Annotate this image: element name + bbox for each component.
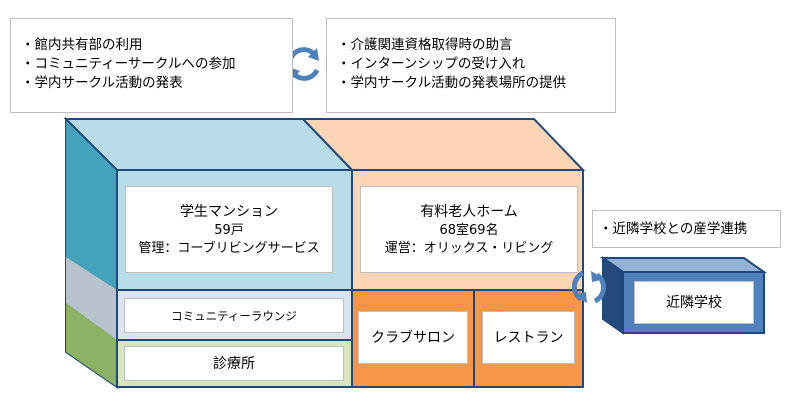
nursing-home-operation: 運営：オリックス・リビング bbox=[384, 240, 554, 256]
shared-use-callout: 館内共有部の利用 コミュニティーサークルへの参加 学内サークル活動の発表 bbox=[10, 18, 293, 113]
callout-item: 学内サークル活動の発表場所の提供 bbox=[337, 74, 615, 93]
side-face-upper bbox=[66, 119, 117, 290]
nursing-home-rooms: 68室69名 bbox=[439, 222, 499, 238]
callout-item: コミュニティーサークルへの参加 bbox=[21, 55, 292, 74]
neighbor-school-label: 近隣学校 bbox=[634, 281, 754, 324]
neighbor-school-text: 近隣学校 bbox=[666, 294, 722, 311]
restaurant-label: レストラン bbox=[482, 311, 575, 364]
callout-item: インターンシップの受け入れ bbox=[337, 55, 615, 74]
nursing-home-title: 有料老人ホーム bbox=[420, 203, 518, 220]
callout-item: 介護関連資格取得時の助言 bbox=[337, 36, 615, 55]
club-salon-text: クラブサロン bbox=[371, 329, 455, 346]
school-partnership-callout: 近隣学校との産学連携 bbox=[592, 210, 781, 248]
support-callout: 介護関連資格取得時の助言 インターンシップの受け入れ 学内サークル活動の発表場所… bbox=[326, 18, 616, 113]
school-side-face bbox=[602, 256, 624, 335]
top-face-home bbox=[300, 118, 586, 171]
callout-item: 館内共有部の利用 bbox=[21, 36, 292, 55]
community-lounge-label: コミュニティーラウンジ bbox=[124, 298, 344, 333]
callout-item: 近隣学校との産学連携 bbox=[599, 220, 780, 239]
student-mansion-label: 学生マンション 59戸 管理：コーブリビングサービス bbox=[125, 186, 333, 273]
community-lounge-text: コミュニティーラウンジ bbox=[171, 308, 297, 323]
callout-item: 学内サークル活動の発表 bbox=[21, 74, 292, 93]
student-mansion-management: 管理：コーブリビングサービス bbox=[138, 240, 320, 256]
cycle-arrows-icon bbox=[571, 270, 607, 304]
school-top-face bbox=[599, 257, 768, 273]
clinic-label: 診療所 bbox=[124, 346, 344, 381]
cycle-arrows-icon bbox=[288, 47, 320, 81]
side-face-clinic bbox=[66, 303, 117, 387]
restaurant-text: レストラン bbox=[493, 329, 564, 346]
club-salon-label: クラブサロン bbox=[358, 311, 468, 364]
student-mansion-title: 学生マンション bbox=[180, 203, 278, 220]
clinic-text: 診療所 bbox=[213, 355, 255, 372]
nursing-home-label: 有料老人ホーム 68室69名 運営：オリックス・リビング bbox=[360, 186, 578, 273]
side-face-lounge bbox=[66, 257, 117, 340]
student-mansion-units: 59戸 bbox=[214, 222, 244, 238]
